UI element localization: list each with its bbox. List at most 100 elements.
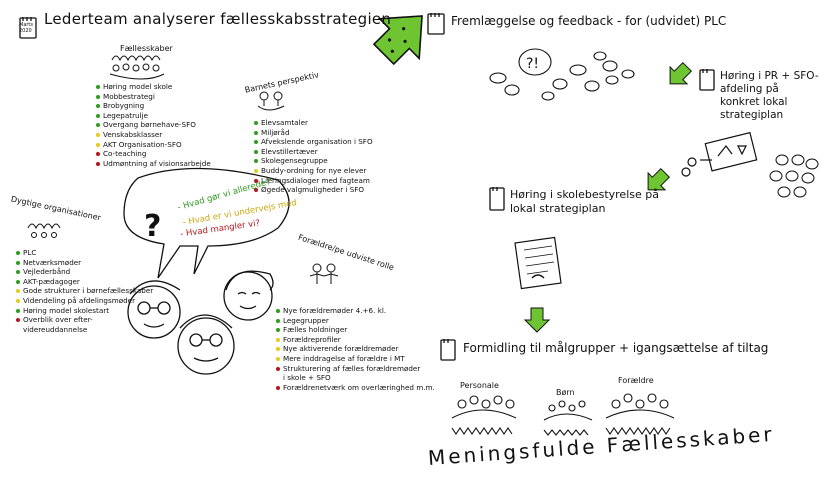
bullet-dot-icon [16, 260, 20, 265]
list-item: Høring model skolestart [16, 306, 153, 316]
list-item: Udmøntning af visionsarbejde [96, 159, 211, 169]
bullet-dot-icon [276, 328, 280, 333]
list-item: Buddy-ordning for nye elever [254, 166, 373, 176]
list-item-text: Høring model skole [103, 82, 173, 91]
bullet-dot-icon [254, 121, 258, 125]
bullet-dot-icon [276, 347, 280, 352]
list-item-text: Afvekslende organisation i SFO [261, 137, 373, 147]
personale-crowd-icon [451, 395, 517, 435]
list-item-text: Netværksmøder [23, 257, 82, 267]
boern-crowd-icon [543, 400, 593, 436]
question-mark-icon: ? [144, 209, 161, 244]
arrow-step1-to-step2-icon [669, 61, 693, 85]
list-item-text: Videndeling på afdelingsmøder [23, 295, 136, 305]
faces-doodle-icon [127, 270, 274, 375]
list-item-text: Elevstillertæver [261, 146, 318, 156]
list-item-text: Nye forældremøder 4.+6. kl. [283, 306, 387, 315]
crowd-doodle-icon [109, 55, 165, 80]
bullet-dot-icon [96, 142, 100, 147]
group-personale: Personale [460, 381, 499, 390]
bullet-dot-icon [254, 178, 258, 183]
arrow-step2-to-step3-icon [647, 167, 671, 191]
group-foraeldre: Forældre [618, 376, 654, 385]
step2-text: Høring i PR + SFO-afdeling på konkret lo… [720, 70, 819, 121]
list-item: Mobbestrategi [96, 92, 211, 102]
bullet-dot-icon [96, 85, 100, 89]
bullet-dot-icon [276, 385, 280, 390]
bullet-dot-icon [96, 94, 100, 99]
bullet-dot-icon [276, 318, 280, 323]
bullet-dot-icon [254, 130, 258, 135]
step4-notepad-icon [440, 339, 456, 361]
question-bubble-icon [123, 167, 290, 279]
bullet-dot-icon [96, 104, 100, 109]
bullet-dot-icon [16, 298, 20, 303]
list-item: Gode strukturer i børnefællesskaber [16, 286, 153, 296]
list-item-text: i skole + SFO [283, 373, 331, 383]
list-item-text: Forældrenetværk om overlæringhed m.m. [283, 382, 435, 392]
list-item-text: Venskabsklasser [103, 129, 163, 139]
list-item-text: Buddy-ordning for nye elever [261, 165, 367, 175]
list-item-text: Skolegensegruppe [261, 156, 328, 166]
notepad-icon [19, 17, 37, 39]
list-item-text: Co-teaching [103, 149, 147, 159]
child-doodle-icon [257, 91, 285, 111]
bullet-dot-icon [276, 366, 280, 371]
bullet-dot-icon [276, 309, 280, 313]
bullet-dot-icon [254, 159, 258, 164]
list-item-text: Overblik over efter- [23, 315, 93, 325]
list-item-text: Overgang børnehave-SFO [103, 120, 196, 130]
list-item: Videndeling på afdelingsmøder [16, 296, 153, 306]
list-item: Mere inddragelse af forældre i MT [276, 354, 435, 364]
list-item: Co-teaching [96, 149, 211, 159]
bullet-dot-icon [276, 356, 280, 361]
list-item: Høring model skole [96, 82, 211, 92]
bullet-dot-icon [276, 337, 280, 342]
bullet-dot-icon [16, 270, 20, 275]
list-item-text: Brobygning [103, 101, 145, 111]
list-item-text: PLC [23, 248, 37, 257]
list-item-text: Legepatrulje [103, 110, 148, 120]
step3-text: Høring i skolebestyrelse på lokal strate… [510, 188, 659, 215]
group-boern: Børn [556, 388, 575, 397]
list-item-text: videreuddannelse [23, 324, 88, 334]
list-item: Miljøråd [254, 128, 373, 138]
list-item-text: Elevsamtaler [261, 118, 308, 127]
list-item: Brobygning [96, 101, 211, 111]
list-item-text: Forældreprofiler [283, 334, 341, 344]
bullet-dot-icon [16, 318, 20, 323]
list-item: PLC [16, 248, 153, 258]
list-item: Nye aktiverende forældremøder [276, 344, 435, 354]
bullet-dot-icon [16, 279, 20, 284]
organisation-doodle-icon [27, 223, 61, 238]
list-item: Skolegensegruppe [254, 156, 373, 166]
list-item: Fælles holdninger [276, 325, 435, 335]
bullet-dot-icon [254, 149, 258, 154]
list-item-text: Høring model skolestart [23, 305, 110, 315]
audience-bubbles-icon [769, 154, 819, 198]
bullet-dot-icon [254, 188, 258, 193]
list-item-text: Gode strukturer i børnefællesskaber [23, 286, 154, 296]
list-item: Overgang børnehave-SFO [96, 120, 211, 130]
list-item: i skole + SFO [276, 373, 435, 383]
list-item: AKT-pædagoger [16, 277, 153, 287]
list-item-text: Nye aktiverende forældremøder [283, 344, 399, 354]
list-item: Afvekslende organisation i SFO [254, 137, 373, 147]
bullet-dot-icon [96, 123, 100, 128]
list-item: Forældrenetværk om overlæringhed m.m. [276, 383, 435, 393]
bullet-dot-icon [16, 308, 20, 313]
list-item: Overblik over efter- [16, 315, 153, 325]
list-item-text: Vejlederbånd [23, 267, 71, 277]
faellesskaber-heading: Fællesskaber [120, 44, 173, 53]
bullet-dot-icon [16, 251, 20, 255]
list-item-text: Legegrupper [283, 315, 329, 325]
list-item-text: Læringsdialoger med fagteam [261, 175, 370, 185]
list-item: Elevstillertæver [254, 147, 373, 157]
bullet-dot-icon [254, 168, 258, 173]
bullet-dot-icon [16, 289, 20, 294]
